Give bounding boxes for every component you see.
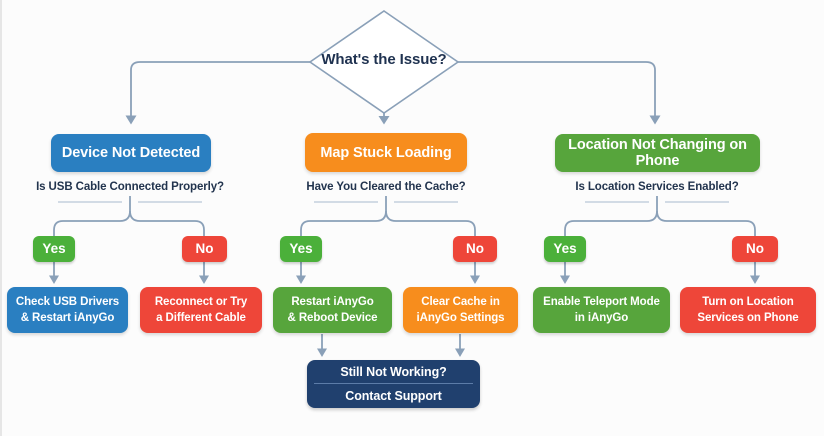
support-divider: [314, 383, 473, 384]
branch-device-title: Device Not Detected: [51, 134, 211, 172]
action-line: Restart iAnyGo: [291, 296, 374, 308]
action-clear-cache: Clear Cache in iAnyGo Settings: [403, 287, 518, 333]
branch-location-yes-badge: Yes: [544, 236, 586, 262]
branch-device-question: Is USB Cable Connected Properly?: [36, 181, 224, 193]
action-line: Clear Cache in: [421, 296, 500, 308]
root-decision-label: What's the Issue?: [321, 51, 447, 68]
action-turn-on-location-services: Turn on Location Services on Phone: [680, 287, 816, 333]
action-line: & Reboot Device: [287, 312, 378, 324]
action-line: Services on Phone: [697, 312, 799, 324]
branch-location-question: Is Location Services Enabled?: [575, 181, 739, 193]
action-line: iAnyGo Settings: [416, 312, 505, 324]
branch-map-title: Map Stuck Loading: [305, 133, 467, 172]
branch-location-no-badge: No: [732, 236, 778, 262]
screen-edge-line: [0, 0, 2, 436]
contact-support-label: Contact Support: [345, 389, 442, 403]
action-restart-ianygo: Restart iAnyGo & Reboot Device: [273, 287, 392, 333]
action-line: Enable Teleport Mode: [543, 296, 660, 308]
action-enable-teleport: Enable Teleport Mode in iAnyGo: [533, 287, 670, 333]
branch-map-yes-badge: Yes: [280, 236, 322, 262]
branch-device-no-badge: No: [182, 236, 227, 262]
action-line: & Restart iAnyGo: [20, 312, 115, 324]
action-line: Reconnect or Try: [154, 296, 248, 308]
action-line: Turn on Location: [702, 296, 794, 308]
action-line: Check USB Drivers: [15, 296, 120, 308]
action-check-usb-drivers: Check USB Drivers & Restart iAnyGo: [7, 287, 128, 333]
branch-map-question: Have You Cleared the Cache?: [306, 181, 466, 193]
contact-support-box: Still Not Working? Contact Support: [307, 360, 480, 408]
action-line: a Different Cable: [156, 312, 246, 324]
branch-location-title: Location Not Changing on Phone: [555, 134, 760, 172]
action-reconnect-cable: Reconnect or Try a Different Cable: [140, 287, 262, 333]
still-not-working-label: Still Not Working?: [340, 365, 447, 379]
action-line: in iAnyGo: [574, 312, 629, 324]
branch-map-no-badge: No: [453, 236, 497, 262]
branch-device-yes-badge: Yes: [33, 236, 75, 262]
